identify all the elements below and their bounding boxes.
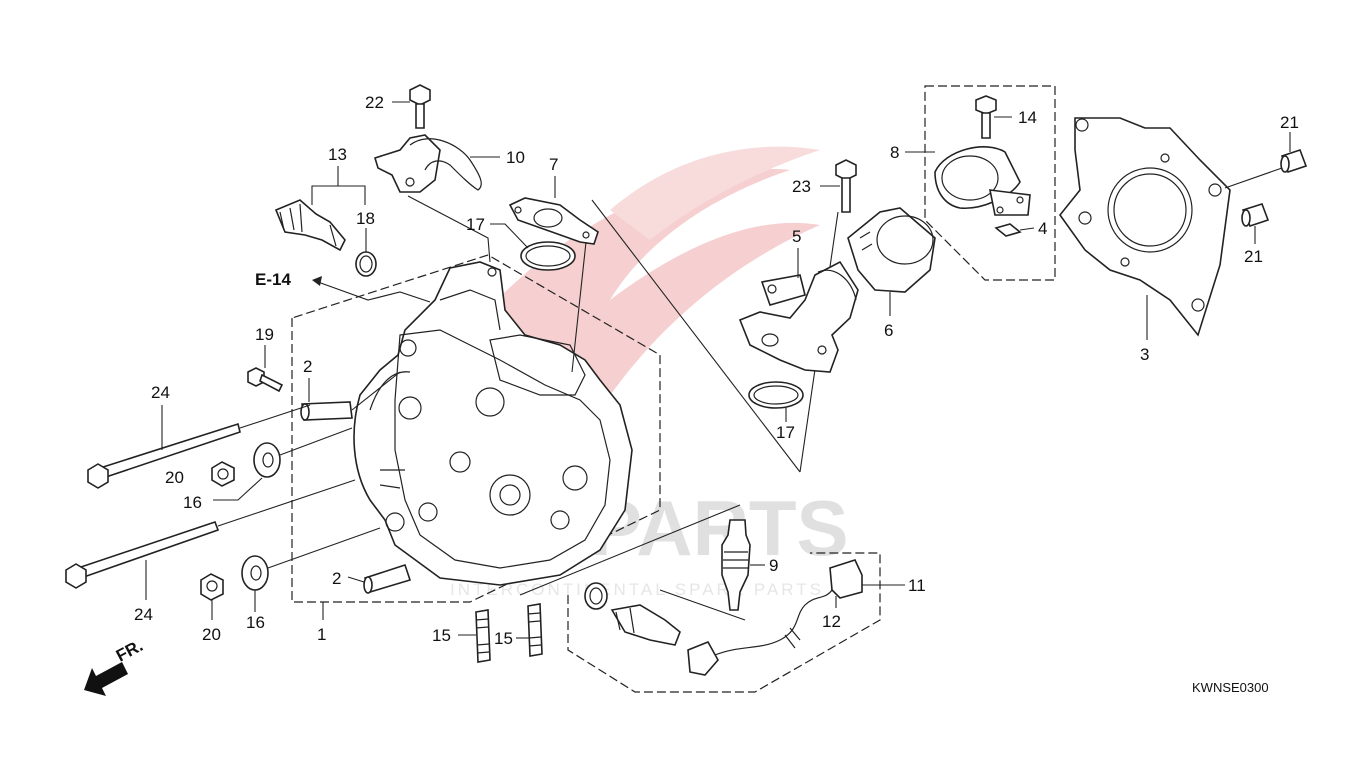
- sensor-harness-group: [567, 552, 905, 693]
- callout-9: 9: [769, 556, 778, 575]
- callout-14: 14: [1018, 108, 1037, 127]
- stud-bolt-upper: [87, 404, 311, 489]
- dowel-pin-upper: [1224, 132, 1308, 189]
- washer-lower: [241, 527, 381, 612]
- callout-20-upper: 20: [165, 468, 184, 487]
- callout-23: 23: [792, 177, 811, 196]
- callout-20-lower: 20: [202, 625, 221, 644]
- callout-7: 7: [549, 155, 558, 174]
- bolt-23: [820, 159, 857, 213]
- intake-joint: [847, 207, 936, 316]
- insulator-gasket: [508, 176, 839, 473]
- callout-6: 6: [884, 321, 893, 340]
- dowel-pin-lower: [1241, 203, 1270, 244]
- callout-24-upper: 24: [151, 383, 170, 402]
- callout-15-left: 15: [432, 626, 451, 645]
- intake-pipe: [738, 248, 859, 373]
- o-ring-17-upper: [490, 223, 576, 271]
- front-direction-indicator: FR.: [84, 636, 146, 696]
- direction-label: FR.: [113, 636, 146, 666]
- callout-11: 11: [908, 576, 926, 595]
- callout-10: 10: [506, 148, 525, 167]
- callout-22: 22: [365, 93, 384, 112]
- callout-15-right: 15: [494, 629, 513, 648]
- callout-4: 4: [1038, 219, 1047, 238]
- arrow-icon: [84, 662, 128, 696]
- wing-logo-stripe: [610, 146, 820, 240]
- diagram-code: KWNSE0300: [1192, 680, 1269, 695]
- callout-labels: 1 2 2 3 4 5 6 7 8 9 10 11 12 13 14 15 15…: [134, 93, 1299, 648]
- stud-bolt-lower: [65, 479, 356, 600]
- callout-1: 1: [317, 625, 326, 644]
- callout-19: 19: [255, 325, 274, 344]
- stud-15-right: [516, 603, 543, 657]
- spark-plug: [519, 504, 765, 611]
- washer-upper: [213, 427, 353, 501]
- valve-guide-upper: [300, 371, 401, 421]
- callout-8: 8: [890, 143, 899, 162]
- bolt-14: [975, 95, 1012, 139]
- stud-15-left: [458, 609, 491, 663]
- callout-12: 12: [822, 612, 841, 631]
- valve-guide-lower: [347, 563, 412, 594]
- callout-2-lower: 2: [332, 569, 341, 588]
- temperature-sensor: [274, 166, 366, 252]
- callout-17-upper: 17: [466, 215, 485, 234]
- watermark-text: PARTS: [590, 484, 849, 572]
- reference-label: E-14: [255, 270, 291, 289]
- callout-5: 5: [792, 227, 801, 246]
- callout-21-lower: 21: [1244, 247, 1263, 266]
- small-bolt: [247, 345, 284, 393]
- callout-17-lower: 17: [776, 423, 795, 442]
- callout-2-upper: 2: [303, 357, 312, 376]
- cylinder-gasket: [1058, 117, 1231, 340]
- callout-16-lower: 16: [246, 613, 265, 632]
- callout-18: 18: [356, 209, 375, 228]
- o-ring-17-lower: [748, 381, 804, 422]
- o-ring-18: [355, 228, 377, 277]
- cylinder-head-group: [291, 254, 661, 620]
- callout-21-upper: 21: [1280, 113, 1299, 132]
- nut-4: [994, 223, 1035, 237]
- bracket-10: [374, 134, 500, 263]
- nut-upper: [211, 461, 235, 487]
- reference-e14: E-14: [255, 270, 431, 303]
- callout-13: 13: [328, 145, 347, 164]
- clamp-group: [905, 85, 1056, 281]
- callout-16-upper: 16: [183, 493, 202, 512]
- callout-24-lower: 24: [134, 605, 153, 624]
- nut-lower: [200, 573, 224, 620]
- callout-3: 3: [1140, 345, 1149, 364]
- bolt-22: [392, 84, 431, 129]
